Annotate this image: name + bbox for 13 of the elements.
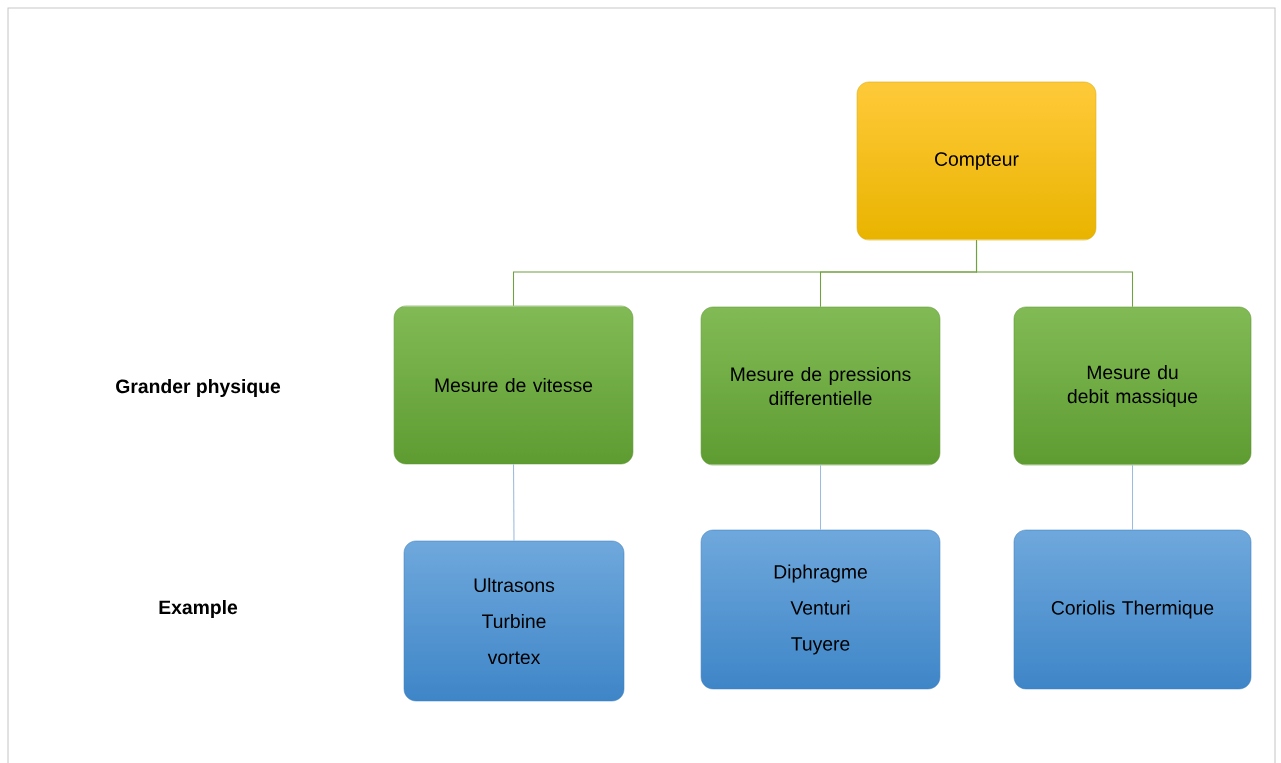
category-box: Mesure de pressions differentielle [700,306,941,466]
connector-line [1131,464,1134,531]
row-label: Grander physique [116,379,281,397]
row-label: Example [159,600,238,618]
example-box: Coriolis Thermique [1013,529,1252,690]
connector-line [512,463,515,542]
connector-line [975,239,1134,308]
example-box: Diphragme Venturi Tuyere [700,529,941,690]
category-box: Mesure de vitesse [393,305,634,465]
connector-line [819,464,822,531]
example-box: Ultrasons Turbine vortex [403,540,625,702]
root-box: Compteur [856,81,1097,241]
category-box: Mesure du debit massique [1013,306,1252,466]
